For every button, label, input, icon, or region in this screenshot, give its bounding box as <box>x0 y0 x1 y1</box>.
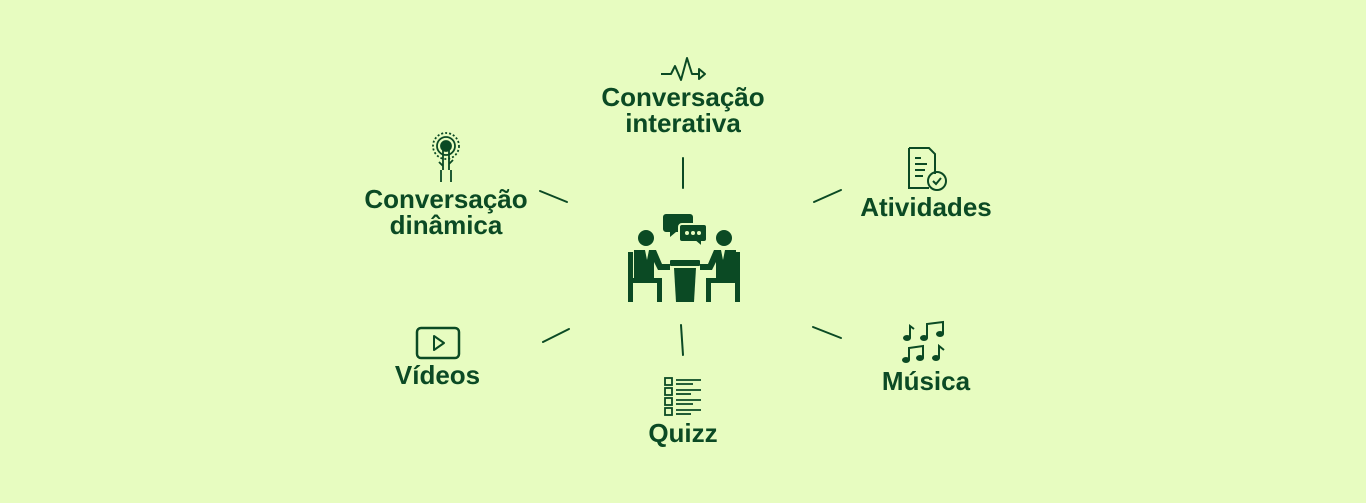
center-meeting <box>624 210 744 310</box>
node-label-line-2: dinâmica <box>389 210 503 240</box>
node-label: Quizz <box>648 418 718 448</box>
node-label: Atividades <box>860 192 992 222</box>
checklist-icon <box>664 377 701 416</box>
video-play-icon <box>415 326 460 360</box>
node-label-line-1: Conversação <box>601 82 765 112</box>
connector-lower-right <box>812 326 842 339</box>
connector-upper-right <box>813 189 842 203</box>
node-label-line-2: interativa <box>625 108 741 138</box>
node-atividades: Atividades <box>846 146 1006 220</box>
meeting-icon <box>628 214 740 302</box>
node-label-line-1: Conversação <box>364 184 528 214</box>
node-quizz: Quizz <box>628 376 738 446</box>
connector-lower-left <box>542 328 570 343</box>
pulse-arrow-icon <box>661 57 706 81</box>
connector-bottom <box>680 324 684 356</box>
node-videos: Vídeos <box>365 326 510 388</box>
checked-document-icon <box>908 147 947 191</box>
touch-tap-icon <box>432 132 460 182</box>
node-label: Vídeos <box>394 360 481 390</box>
connector-upper-left <box>539 190 568 203</box>
node-label: Música <box>881 366 971 396</box>
node-musica: Música <box>866 320 986 394</box>
music-notes-icon <box>902 320 945 363</box>
node-conversacao-interativa: Conversação interativa <box>583 54 783 136</box>
node-conversacao-dinamica: Conversação dinâmica <box>346 132 546 238</box>
